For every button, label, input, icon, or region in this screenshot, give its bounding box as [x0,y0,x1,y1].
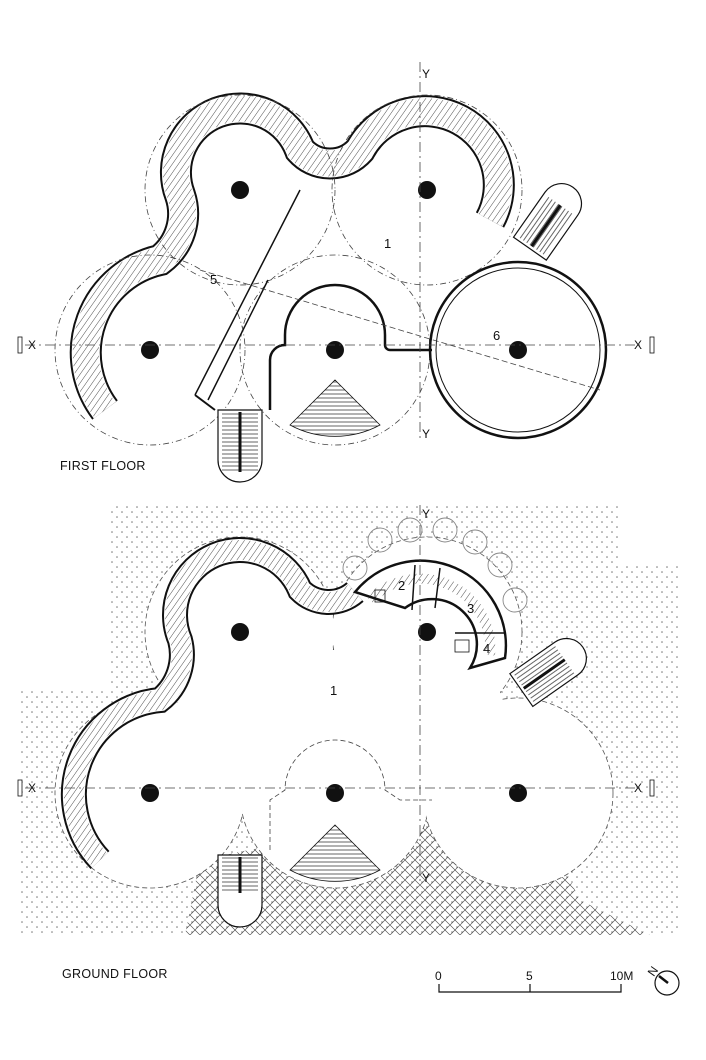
ground-floor-plan: X X Y Y 1 2 3 4 GROUND FLOOR [17,505,680,981]
room-label-5: 5 [210,272,217,287]
first-floor-seating [289,379,381,437]
ground-floor-title: GROUND FLOOR [62,967,168,981]
section-mark-y-top: Y [422,67,430,81]
room-label-6: 6 [493,328,500,343]
first-floor-title: FIRST FLOOR [60,459,146,473]
first-floor-columns [141,181,527,359]
section-mark-x-left: X [28,338,36,352]
scale-bar: 0 5 10M [435,969,633,993]
section-mark-y-bottom: Y [422,871,430,885]
scale-tick-5: 5 [526,969,533,983]
ground-floor-stair-south [217,854,263,928]
first-floor-stair-south [217,409,263,483]
section-mark-y-top: Y [422,507,430,521]
trees [342,517,528,613]
section-mark-x-left: X [28,781,36,795]
scale-tick-10m: 10M [610,969,633,983]
room-label-1: 1 [384,236,391,251]
section-mark-x-right: X [634,338,642,352]
first-floor-plan: X X Y Y 1 5 6 FIRST FLOOR [17,62,655,483]
ground-floor-columns [141,623,527,802]
ground-floor-seating [289,824,381,882]
first-floor-ramp [69,92,515,420]
room-label-3: 3 [467,601,474,616]
room-label-1: 1 [330,683,337,698]
service-wing [352,559,508,671]
ground-floor-stair-east [509,637,587,708]
ground-floor-ramp [60,537,364,869]
room-label-4: 4 [483,641,490,656]
section-mark-x-right: X [634,781,642,795]
section-mark-y-bottom: Y [422,427,430,441]
north-arrow-icon: N [645,964,680,996]
scale-tick-0: 0 [435,969,442,983]
first-floor-stair-east [512,183,583,261]
room-label-2: 2 [398,578,405,593]
